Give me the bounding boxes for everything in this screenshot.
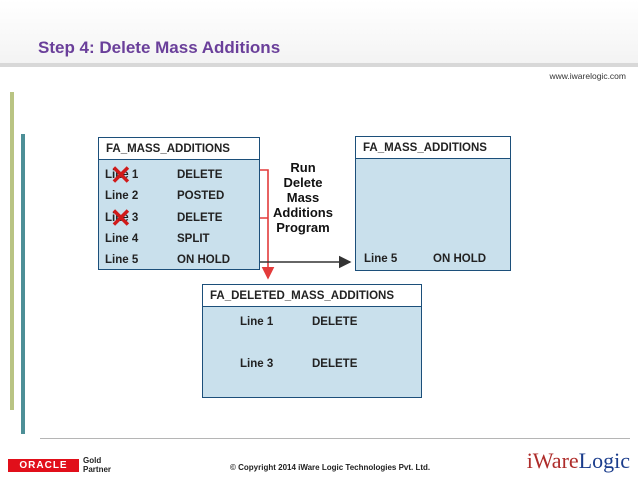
source-row-line: Line 4 [105,232,139,245]
brand-logo-part: Logic [578,448,630,473]
deleted-table: FA_DELETED_MASS_ADDITIONS [202,284,422,398]
source-row-status: DELETE [177,169,223,181]
program-label: Run Delete Mass Additions Program [263,160,343,235]
deleted-row-line: Line 1 [240,316,274,328]
partner-line: Gold [83,456,102,465]
website-url: www.iwarelogic.com [549,71,626,81]
program-label-line: Additions [273,205,333,220]
source-table-title: FA_MASS_ADDITIONS [99,138,259,160]
footer-rule [40,438,630,439]
slide-title: Step 4: Delete Mass Additions [38,38,281,57]
source-row-status: ON HOLD [177,254,231,267]
deleted-row-line: Line 3 [240,358,274,370]
brand-logo: iWareLogic [527,448,630,474]
source-row-line: Line 1 [105,169,139,181]
source-table: FA_MASS_ADDITIONS [98,137,260,270]
oracle-logo: ORACLE [8,459,79,472]
cross-mark-icon: ✕ [110,160,132,190]
delete-arrow-icon [260,169,268,278]
source-row-status: DELETE [177,211,223,224]
result-table: FA_MASS_ADDITIONS [355,136,511,271]
source-row-line: Line 2 [105,190,139,203]
program-label-line: Mass [286,190,320,205]
title-rule [0,63,638,67]
source-row-line: Line 3 [105,211,139,224]
program-label-line: Run [290,160,316,175]
deleted-row-status: DELETE [312,316,358,328]
program-label-line: Program [276,220,330,235]
source-row-line: Line 5 [105,254,139,267]
deleted-row-status: DELETE [312,358,358,370]
copyright-text: © Copyright 2014 iWare Logic Technologie… [230,463,431,472]
partner-badge: Gold Partner [83,456,111,474]
accent-bar-olive [10,92,14,410]
result-row-status: ON HOLD [433,253,487,265]
title-bar [0,0,638,64]
source-row-status: POSTED [177,190,225,203]
program-label-line: Delete [283,175,323,190]
partner-line: Partner [83,465,112,474]
source-row-status: SPLIT [177,232,210,245]
cross-mark-icon: ✕ [110,202,132,233]
result-row-line: Line 5 [364,253,398,265]
result-table-title: FA_MASS_ADDITIONS [356,137,510,159]
accent-bar-teal [21,134,25,434]
brand-logo-part: iWare [526,448,579,473]
